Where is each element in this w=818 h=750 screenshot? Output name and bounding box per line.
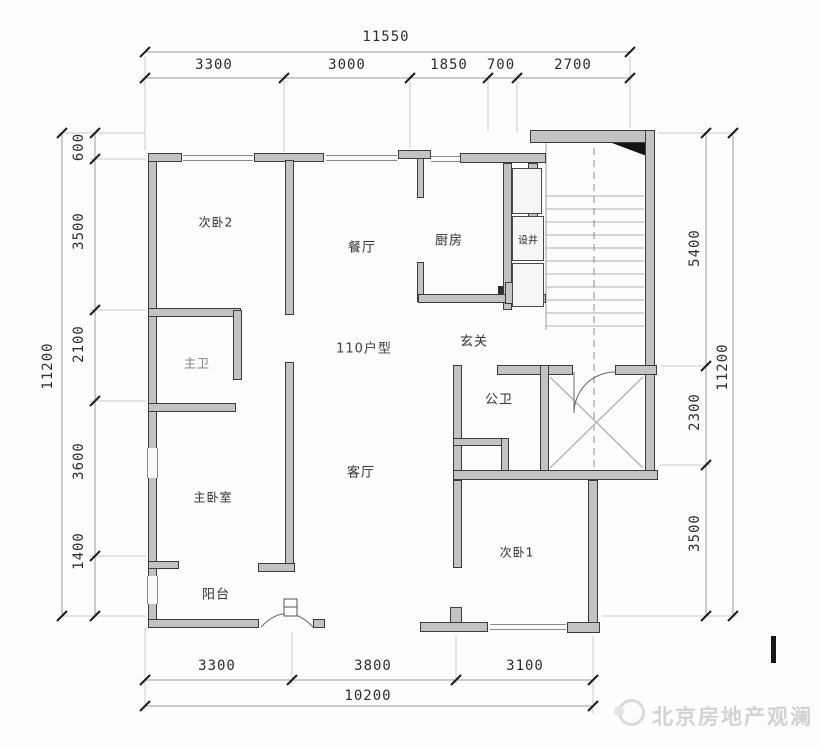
room-label-shaft: 设井 [518, 235, 538, 247]
dim-top-seg: 1850 [430, 57, 468, 73]
window [147, 576, 158, 604]
wall [233, 310, 242, 380]
unit-type-label: 110户型 [336, 341, 392, 357]
utility-box [512, 263, 544, 307]
dim-top-seg: 700 [486, 57, 516, 73]
appliance-box [512, 168, 542, 214]
dim-left-seg: 2100 [71, 325, 87, 363]
room-label-kitchen: 厨房 [434, 233, 464, 249]
dim-left-seg: 3500 [71, 212, 87, 250]
dim-left-total: 11200 [40, 342, 56, 390]
dim-right-total: 11200 [715, 343, 731, 391]
scale-mark [771, 636, 776, 663]
dim-bottom-seg: 3300 [198, 658, 236, 674]
dim-left-seg: 600 [71, 132, 87, 162]
dim-left-seg: 1400 [71, 532, 87, 570]
wall [615, 365, 657, 375]
wall [503, 163, 512, 310]
room-label-dining: 餐厅 [347, 240, 377, 256]
wall [258, 563, 295, 572]
wall [567, 622, 600, 633]
wall [148, 153, 182, 162]
wall [540, 365, 549, 477]
wall [418, 294, 546, 303]
room-label-bedroom2: 次卧2 [198, 215, 234, 230]
wall [453, 365, 462, 480]
wall [645, 130, 655, 480]
wall [148, 561, 179, 569]
dim-top-seg: 3300 [195, 57, 233, 73]
wall [530, 130, 655, 143]
room-label-balcony: 阳台 [201, 587, 231, 603]
window [431, 156, 461, 162]
dim-top-seg: 3000 [328, 57, 366, 73]
window [326, 155, 397, 161]
wall [148, 308, 241, 317]
room-label-entry: 玄关 [459, 334, 489, 350]
room-label-public-bath: 公卫 [484, 392, 514, 408]
dim-bottom-total: 10200 [344, 688, 392, 704]
dim-right-seg: 3500 [687, 514, 703, 552]
wall [453, 470, 658, 480]
dim-bottom-seg: 3100 [506, 658, 544, 674]
wall [460, 153, 546, 163]
wall [285, 160, 294, 315]
window [490, 624, 566, 630]
window [183, 155, 253, 161]
dim-bottom-seg: 3800 [354, 658, 392, 674]
shaft-box [512, 216, 544, 261]
wall [497, 365, 573, 375]
dim-top-seg: 2700 [554, 57, 592, 73]
room-label-master-bedroom: 主卧室 [193, 490, 233, 505]
dim-top-total: 11550 [362, 29, 410, 45]
wall [398, 150, 431, 159]
room-label-master-bath: 主卫 [183, 356, 211, 371]
wall [148, 403, 236, 412]
wall [313, 619, 325, 628]
wall [420, 622, 488, 632]
wall [148, 153, 157, 625]
dim-right-seg: 5400 [687, 229, 703, 267]
wall [148, 619, 259, 628]
window [147, 448, 158, 478]
watermark-logo-icon [614, 699, 645, 726]
wall [285, 362, 294, 568]
wall [588, 480, 598, 633]
wall [453, 480, 462, 568]
watermark-text: 北京房地产观澜 [652, 705, 813, 729]
dim-right-seg: 2300 [687, 393, 703, 431]
wall [417, 158, 424, 198]
room-label-living: 客厅 [346, 465, 376, 481]
dim-left-seg: 3600 [71, 442, 87, 480]
room-label-bedroom1: 次卧1 [499, 545, 535, 560]
